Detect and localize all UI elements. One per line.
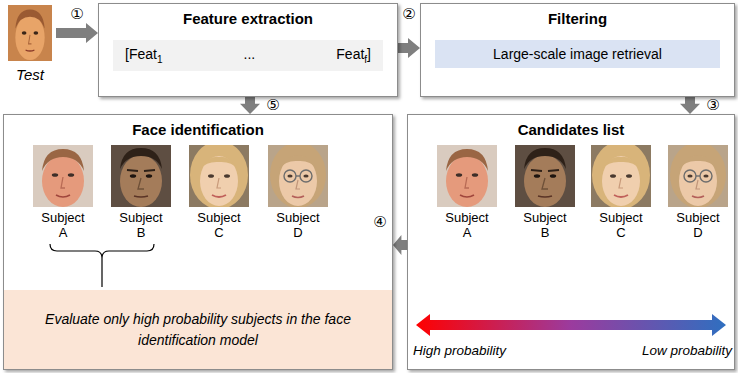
box-heading: Filtering	[421, 4, 734, 27]
image-caption: Test	[4, 3, 56, 83]
face-photo	[33, 145, 93, 207]
text-group: ...	[244, 46, 256, 62]
vector-text: Feat	[336, 46, 364, 62]
axis-label: High probability	[413, 343, 533, 358]
face-photo	[437, 145, 497, 207]
process-box: Candidates list	[407, 114, 735, 370]
note-box: Evaluate only high probability subjects …	[4, 290, 392, 369]
subject-label: Subject D	[273, 210, 323, 240]
face-photo	[591, 141, 651, 209]
step-number: ①	[66, 6, 88, 22]
subject-label: Subject C	[194, 210, 244, 240]
subject-label: Subject D	[673, 210, 723, 240]
method-box: Large-scale image retrieval	[435, 40, 720, 68]
subject-label: Subject B	[520, 210, 570, 240]
subscript: 1	[157, 54, 163, 65]
process-box: Feature extraction [Feat1... Featf]	[98, 3, 398, 97]
process-box: Face identificationEvaluate only high pr…	[3, 114, 393, 370]
probability-arrow	[416, 314, 726, 336]
face-photo	[189, 141, 249, 209]
face-photo	[111, 145, 171, 207]
face-photo	[515, 145, 575, 207]
test-face-photo	[8, 5, 52, 61]
flow-arrow	[393, 235, 407, 255]
note-text: Evaluate only high probability subjects …	[16, 309, 380, 350]
box-heading: Feature extraction	[99, 4, 397, 27]
method-text: Large-scale image retrieval	[447, 46, 708, 62]
subject-label: Subject B	[116, 210, 166, 240]
flow-arrow	[398, 38, 420, 58]
flow-arrow	[240, 97, 260, 114]
step-number: ④	[369, 214, 391, 230]
flow-arrow	[56, 23, 98, 43]
subject-label: Subject C	[596, 210, 646, 240]
step-number: ⑤	[262, 97, 284, 113]
vector-text: ]	[367, 46, 371, 62]
face-photo	[668, 142, 728, 208]
text-group: [Feat1	[125, 46, 162, 65]
subject-label: Subject A	[38, 210, 88, 240]
box-heading: Candidates list	[408, 115, 734, 138]
process-box: FilteringLarge-scale image retrieval	[420, 3, 735, 97]
subject-label: Subject A	[442, 210, 492, 240]
step-number: ②	[398, 6, 420, 22]
bracket	[50, 244, 154, 287]
vector-text: [Feat	[125, 46, 157, 62]
step-number: ③	[702, 97, 724, 113]
box-heading: Face identification	[4, 115, 392, 138]
axis-label: Low probability	[612, 343, 732, 358]
ellipsis: ...	[244, 46, 256, 62]
subscript: f	[364, 54, 367, 65]
feature-vector: [Feat1... Featf]	[113, 40, 383, 71]
face-photo	[268, 142, 328, 208]
test-image: Test	[4, 3, 56, 93]
text-group: Featf]	[336, 46, 371, 65]
flow-arrow	[680, 97, 700, 114]
